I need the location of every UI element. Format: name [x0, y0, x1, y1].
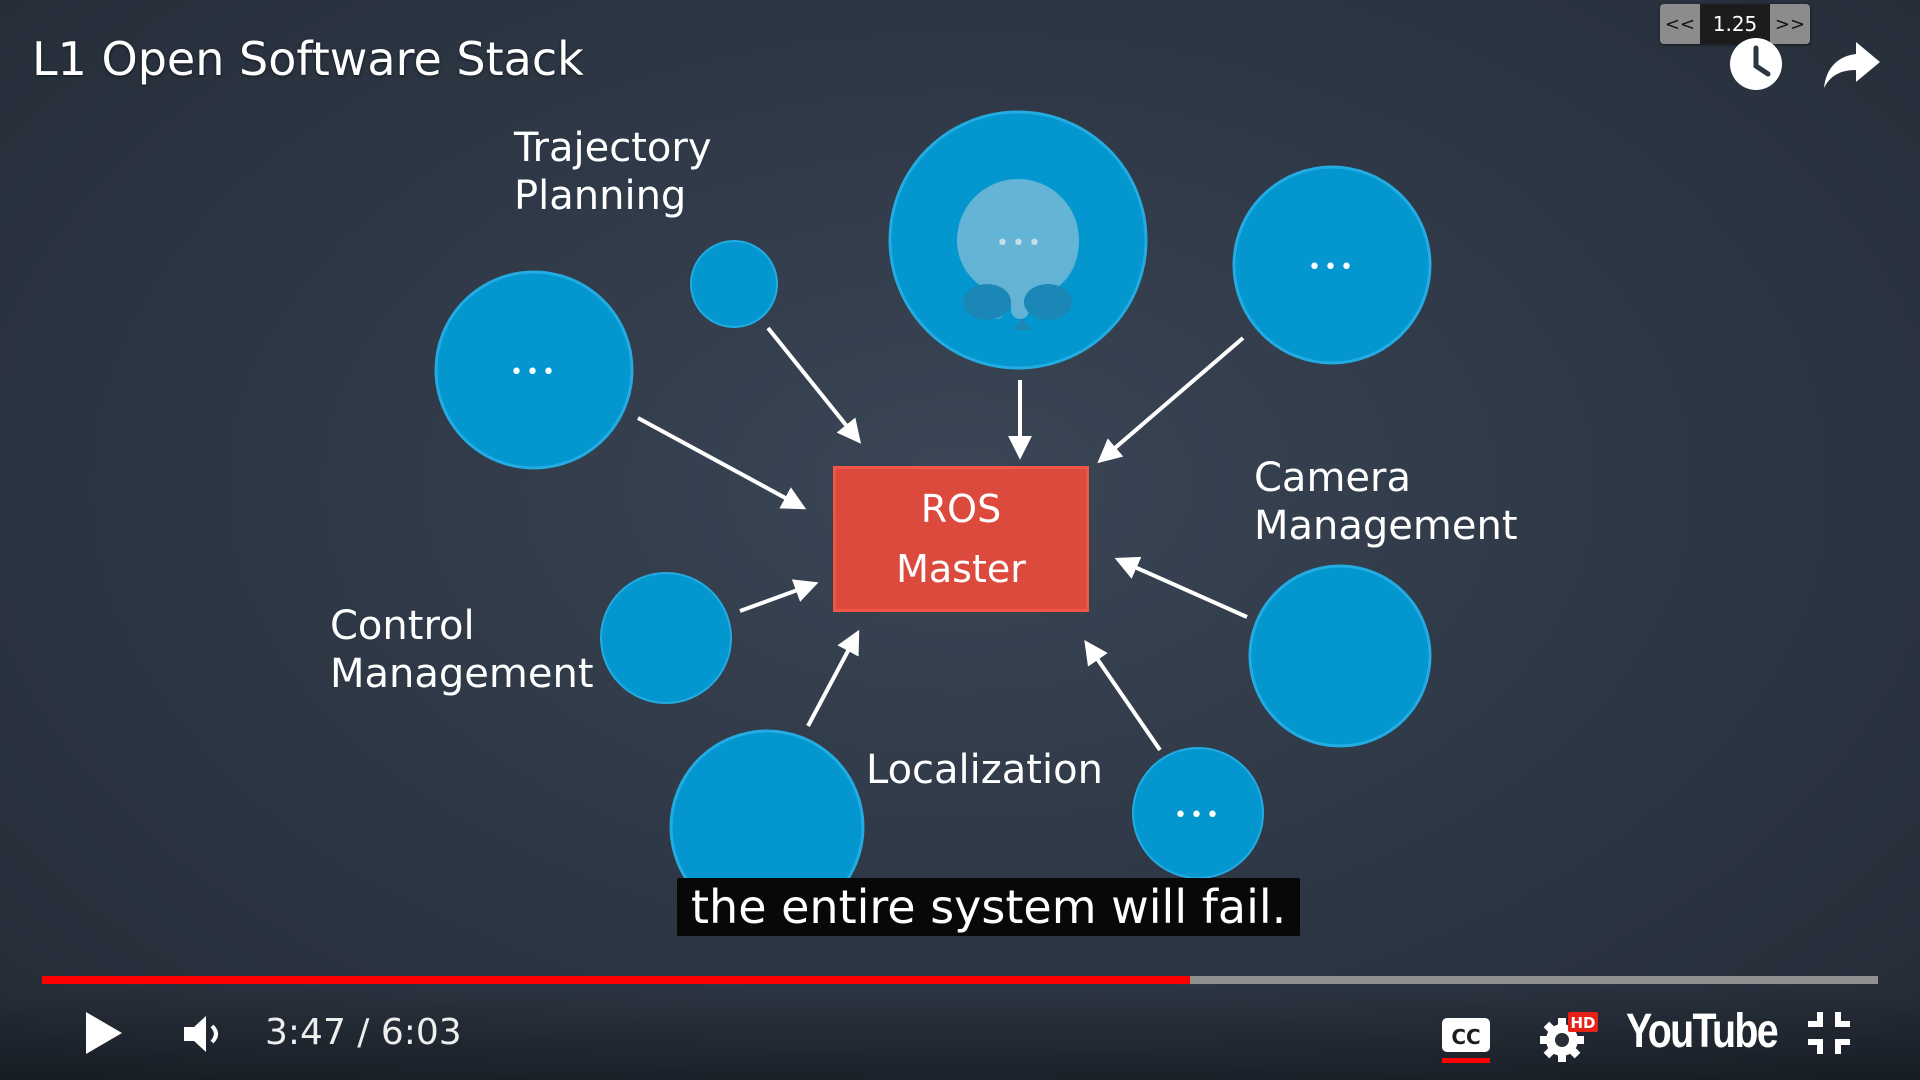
- arrow-bottom-right: [1084, 640, 1162, 752]
- subtitle-caption: the entire system will fail.: [677, 878, 1301, 936]
- ros-master-line2: Master: [896, 547, 1026, 591]
- youtube-logo[interactable]: YouTube: [1626, 1005, 1779, 1058]
- share-arrow-icon: [1824, 42, 1880, 88]
- label-camera-line1: Camera: [1254, 455, 1411, 501]
- time-display: 3:47 / 6:03: [265, 1012, 462, 1053]
- controls-bar: [0, 984, 1920, 1080]
- label-camera-line2: Management: [1254, 503, 1518, 549]
- arrow-left-node: [637, 416, 807, 510]
- exit-fullscreen-button[interactable]: [1806, 1010, 1852, 1056]
- node-control: [600, 572, 732, 704]
- settings-button[interactable]: HD: [1538, 1010, 1600, 1062]
- speed-decrease-button[interactable]: <<: [1660, 4, 1700, 44]
- node-top-right-ellipsis: •••: [1308, 255, 1356, 280]
- label-trajectory-line1: Trajectory: [514, 125, 712, 171]
- svg-text:CC: CC: [1451, 1025, 1480, 1049]
- arrow-control: [739, 579, 819, 613]
- label-control-management: Control Management: [330, 602, 594, 698]
- clock-icon: [1730, 38, 1782, 90]
- exit-fullscreen-icon: [1808, 1012, 1850, 1054]
- speed-value: 1.25: [1700, 4, 1770, 44]
- cc-icon: CC: [1442, 1018, 1490, 1063]
- node-bottom-right-ellipsis: •••: [1174, 803, 1222, 828]
- node-left: [434, 270, 634, 470]
- share-button[interactable]: [1820, 36, 1884, 92]
- label-trajectory-planning: Trajectory Planning: [514, 124, 712, 220]
- playback-speed-control: << 1.25 >>: [1660, 4, 1810, 44]
- video-title[interactable]: L1 Open Software Stack: [32, 32, 584, 86]
- time-current: 3:47: [265, 1012, 346, 1053]
- volume-button[interactable]: [182, 1012, 226, 1056]
- label-trajectory-line2: Planning: [514, 173, 687, 219]
- label-control-line2: Management: [330, 651, 594, 697]
- hd-badge: HD: [1570, 1014, 1595, 1032]
- ros-master-line1: ROS: [920, 487, 1002, 531]
- node-trajectory: [690, 240, 778, 328]
- volume-icon: [184, 1016, 218, 1052]
- label-localization: Localization: [866, 747, 1103, 793]
- play-button[interactable]: [84, 1010, 124, 1056]
- node-left-ellipsis: •••: [510, 360, 558, 385]
- speed-increase-button[interactable]: >>: [1770, 4, 1810, 44]
- captions-button[interactable]: CC: [1440, 1012, 1492, 1064]
- gear-icon: HD: [1540, 1012, 1598, 1062]
- label-control-line1: Control: [330, 603, 475, 649]
- ros-master-box: ROS Master: [833, 466, 1089, 612]
- watch-later-button[interactable]: [1728, 36, 1784, 92]
- arrow-top-right: [1097, 336, 1245, 464]
- node-camera: [1248, 564, 1432, 748]
- progress-played: [42, 976, 1190, 984]
- play-icon: [86, 1012, 122, 1054]
- time-separator: /: [345, 1012, 381, 1053]
- arrow-trajectory: [766, 326, 862, 444]
- arrow-camera: [1114, 556, 1248, 619]
- arrow-bottom-left: [806, 629, 860, 727]
- skull-icon: [957, 179, 1079, 330]
- time-duration: 6:03: [380, 1012, 462, 1053]
- label-camera-management: Camera Management: [1254, 454, 1518, 550]
- progress-bar[interactable]: [42, 976, 1878, 984]
- node-top-right: [1232, 165, 1432, 365]
